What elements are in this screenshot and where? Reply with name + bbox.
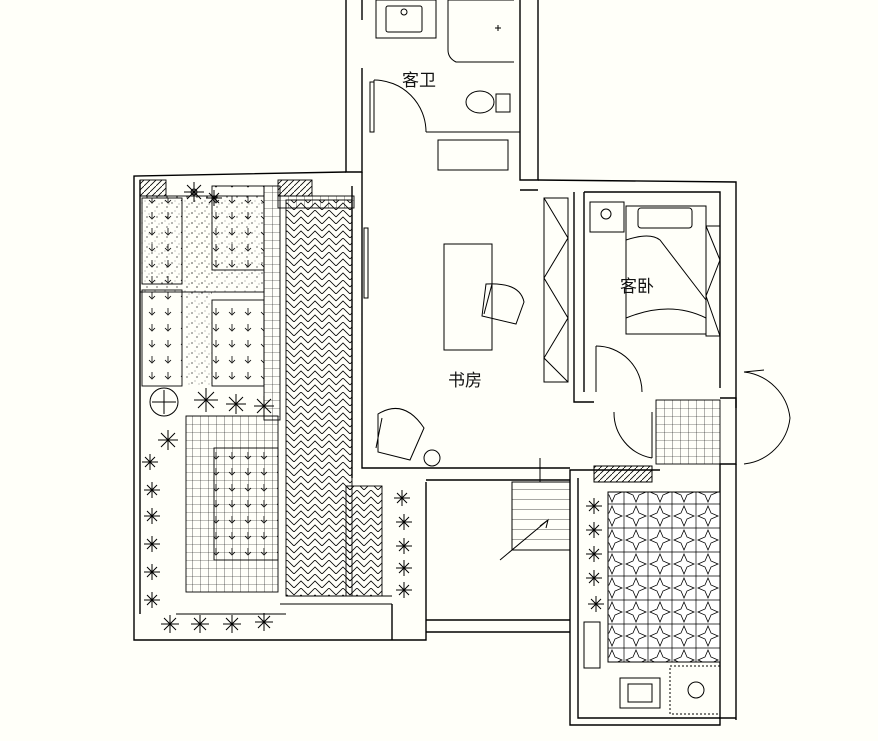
garden (139, 179, 392, 615)
stairs (499, 458, 571, 561)
patio (583, 491, 721, 715)
guest-bedroom (589, 201, 791, 465)
plants (142, 182, 604, 633)
planter-strip (593, 465, 653, 483)
tile-floor (655, 399, 721, 465)
study-furniture (363, 197, 569, 467)
room-label-guest-bedroom: 客卧 (620, 277, 654, 297)
guest-bathroom (369, 0, 520, 171)
room-label-study: 书房 (448, 371, 482, 391)
room-label-guest-bath: 客卫 (402, 71, 436, 91)
